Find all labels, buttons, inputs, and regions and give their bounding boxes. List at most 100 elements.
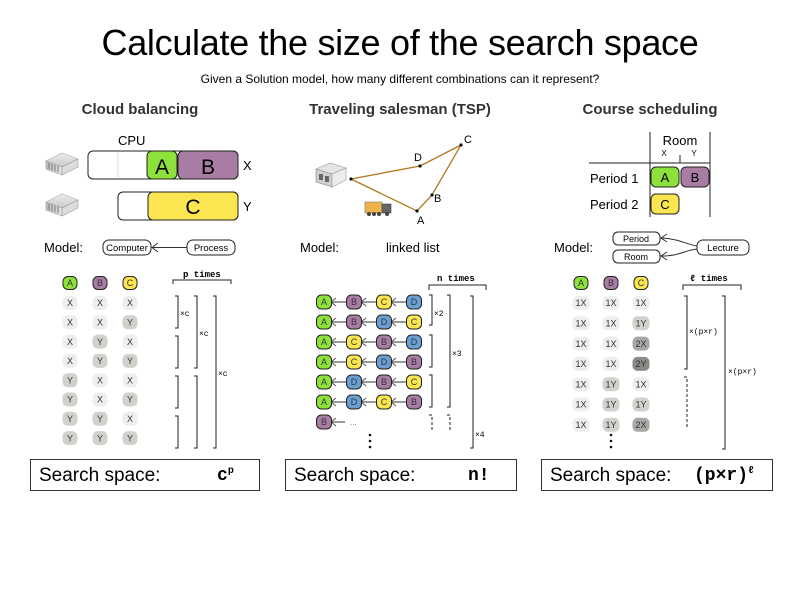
assignment-chip: X xyxy=(92,315,108,330)
more-dot xyxy=(368,433,372,437)
svg-text:A: A xyxy=(578,278,584,288)
room-y-label: Y xyxy=(691,149,697,158)
visit-chip-partial: B xyxy=(316,414,332,430)
svg-text:B: B xyxy=(351,297,357,307)
tsp-stops xyxy=(349,143,463,213)
svg-text:X: X xyxy=(97,395,103,405)
svg-text:A: A xyxy=(661,170,670,185)
svg-text:Y: Y xyxy=(127,318,133,328)
visit-chip-c: C xyxy=(346,334,362,350)
lecture-a[interactable]: A xyxy=(650,166,680,188)
svg-text:A: A xyxy=(321,297,327,307)
course-search-space: Search space: (p×r)ℓ xyxy=(541,459,773,491)
assignment-chip: 2X xyxy=(632,417,650,432)
page-title: Calculate the size of the search space xyxy=(101,22,699,63)
svg-text:Y: Y xyxy=(97,433,103,443)
ellipsis: ... xyxy=(350,418,357,427)
visit-chip-d: D xyxy=(406,334,422,350)
svg-text:C: C xyxy=(411,317,418,327)
assignment-chip: Y xyxy=(122,431,138,446)
svg-text:2X: 2X xyxy=(635,420,646,430)
process-a[interactable]: A xyxy=(146,150,178,180)
tsp-title: Traveling salesman (TSP) xyxy=(309,101,491,118)
assignment-chip: X xyxy=(62,334,78,349)
multiplier: ×4 xyxy=(475,431,485,440)
assignment-chip: 1X xyxy=(602,296,620,310)
cloud-model-label: Model: xyxy=(44,240,83,255)
svg-text:1X: 1X xyxy=(575,379,586,389)
process-c[interactable]: C xyxy=(147,191,239,221)
svg-text:Process: Process xyxy=(194,243,229,254)
more-dot xyxy=(609,445,613,449)
model-node-computer: Computer xyxy=(102,239,152,256)
svg-text:C: C xyxy=(381,297,388,307)
svg-text:Lecture: Lecture xyxy=(707,243,739,254)
svg-text:A: A xyxy=(321,357,327,367)
visit-chip-d: D xyxy=(376,314,392,330)
stop-label-a: A xyxy=(417,215,425,227)
svg-text:Y: Y xyxy=(127,356,133,366)
search-space-formula: (p×r)ℓ xyxy=(694,466,754,486)
lecture-c[interactable]: C xyxy=(650,193,680,215)
svg-text:B: B xyxy=(691,170,700,185)
room-x-label: X xyxy=(661,149,667,158)
svg-text:X: X xyxy=(97,375,103,385)
multiplier: ×c xyxy=(180,310,190,319)
course-brackets xyxy=(682,284,742,450)
cpu-label: CPU xyxy=(118,133,145,148)
svg-text:2X: 2X xyxy=(635,339,646,349)
svg-text:Y: Y xyxy=(97,337,103,347)
assignment-chip: 1X xyxy=(602,336,620,351)
process-b[interactable]: B xyxy=(177,150,239,180)
svg-text:D: D xyxy=(381,357,388,367)
assignment-chip: 1X xyxy=(602,356,620,371)
assignment-chip: X xyxy=(122,411,138,426)
svg-text:C: C xyxy=(660,197,669,212)
cloud-balancing-title: Cloud balancing xyxy=(81,101,199,118)
assignment-chip: 1Y xyxy=(632,316,650,331)
svg-text:1X: 1X xyxy=(575,400,586,410)
assignment-chip: Y xyxy=(92,431,108,446)
lecture-b[interactable]: B xyxy=(680,166,710,188)
more-dot xyxy=(609,433,613,437)
visit-chip-a: A xyxy=(316,374,332,390)
search-space-label: Search space: xyxy=(294,465,416,486)
multiplier: ×(p×r) xyxy=(689,328,718,337)
svg-text:1Y: 1Y xyxy=(605,379,616,389)
svg-text:Y: Y xyxy=(127,433,133,443)
svg-text:X: X xyxy=(127,414,133,424)
assignment-chip: 2X xyxy=(632,336,650,351)
svg-text:B: B xyxy=(411,397,417,407)
assignment-chip: X xyxy=(92,296,108,310)
course-times-label: ℓ times xyxy=(690,274,728,284)
assignment-chip: 1X xyxy=(572,377,590,392)
assignment-chip: X xyxy=(62,353,78,368)
assignment-chip: X xyxy=(62,315,78,330)
visit-chip-a: A xyxy=(316,294,332,310)
svg-text:Y: Y xyxy=(67,395,73,405)
svg-text:1X: 1X xyxy=(635,379,646,389)
formula-exponent: p xyxy=(227,466,234,477)
visit-chip-d: D xyxy=(376,354,392,370)
svg-text:X: X xyxy=(127,337,133,347)
svg-text:Y: Y xyxy=(67,414,73,424)
assignment-chip: 1X xyxy=(572,356,590,371)
svg-text:1X: 1X xyxy=(605,339,616,349)
header-chip-c: C xyxy=(122,276,138,290)
assignment-chip: Y xyxy=(92,334,108,349)
assignment-chip: 1X xyxy=(572,316,590,331)
svg-text:Y: Y xyxy=(97,414,103,424)
cloud-times-label: p times xyxy=(183,270,221,280)
more-dot xyxy=(368,445,372,449)
visit-chip-b: B xyxy=(406,354,422,370)
visit-chip-b: B xyxy=(346,294,362,310)
page-subtitle: Given a Solution model, how many differe… xyxy=(200,72,600,86)
assignment-chip: Y xyxy=(122,315,138,330)
search-space-formula: cp xyxy=(217,466,234,486)
svg-text:D: D xyxy=(351,397,358,407)
svg-text:1Y: 1Y xyxy=(605,420,616,430)
room-label: Room xyxy=(663,133,698,148)
svg-text:1X: 1X xyxy=(575,339,586,349)
cloud-search-space: Search space: cp xyxy=(30,459,260,491)
